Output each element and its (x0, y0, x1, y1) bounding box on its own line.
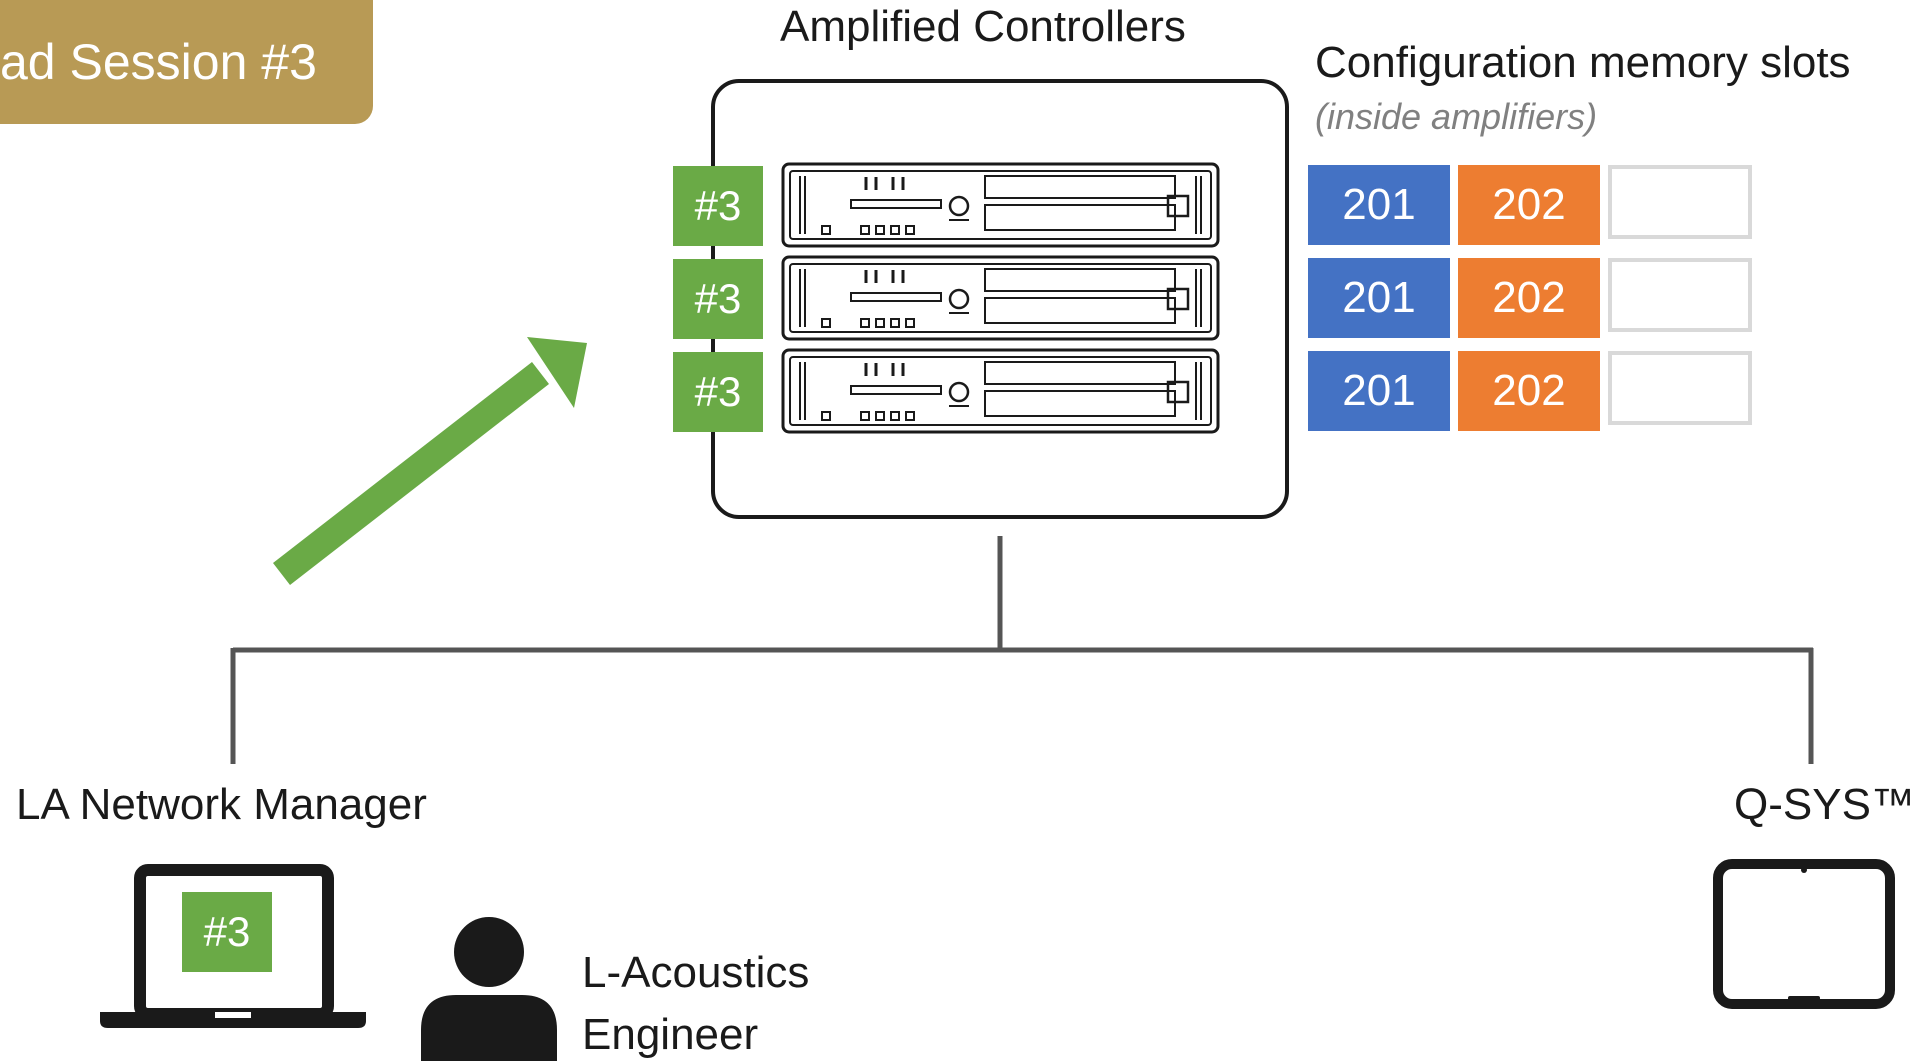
laptop-screen-tag: #3 (182, 892, 272, 972)
amplifier-unit-1 (781, 162, 1220, 248)
memory-slot-empty (1608, 351, 1752, 425)
up-right-arrow-icon (273, 337, 587, 585)
memory-slot-empty (1608, 258, 1752, 332)
amplifier-rack-icon (781, 255, 1220, 341)
memory-slot-202: 202 (1458, 165, 1600, 245)
amplifier-rack-icon (781, 162, 1220, 248)
amplifier-unit-2 (781, 255, 1220, 341)
memory-slot-201: 201 (1308, 351, 1450, 431)
memory-title: Configuration memory slots (1315, 38, 1851, 87)
network-manager-label: LA Network Manager (16, 780, 427, 829)
controller-tag-2: #3 (673, 259, 763, 339)
amplifier-rack-icon (781, 348, 1220, 434)
memory-slot-202: 202 (1458, 258, 1600, 338)
controller-tag-3: #3 (673, 352, 763, 432)
amplifier-unit-3 (781, 348, 1220, 434)
memory-slot-201: 201 (1308, 258, 1450, 338)
engineer-label-line2: Engineer (582, 1010, 759, 1059)
network-connector (230, 536, 1814, 764)
memory-slot-202: 202 (1458, 351, 1600, 431)
person-icon (421, 917, 557, 1061)
session-banner: ad Session #3 (0, 0, 373, 124)
controller-tag-1: #3 (673, 166, 763, 246)
tablet-icon (1713, 859, 1895, 1009)
session-banner-label: ad Session #3 (0, 34, 317, 90)
memory-slot-201: 201 (1308, 165, 1450, 245)
engineer-label-line1: L-Acoustics (582, 948, 810, 997)
memory-slot-empty (1608, 165, 1752, 239)
qsys-label: Q-SYS™ (1734, 780, 1915, 829)
controllers-title: Amplified Controllers (780, 2, 1186, 51)
laptop-icon (100, 864, 366, 1028)
memory-subtitle: (inside amplifiers) (1315, 96, 1598, 137)
